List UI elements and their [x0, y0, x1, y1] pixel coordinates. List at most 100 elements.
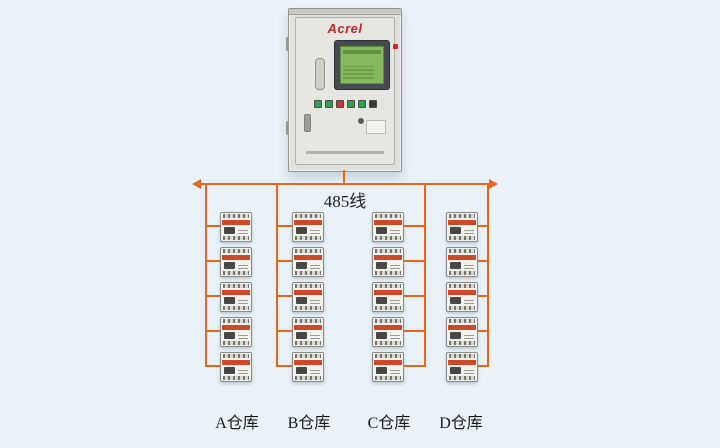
terminal-strip [375, 354, 401, 358]
terminal-strip [449, 271, 475, 275]
control-cabinet: Acrel [286, 8, 402, 172]
brand-band [222, 290, 250, 295]
branch-line [487, 184, 489, 367]
brand-band [222, 360, 250, 365]
terminal-strip [295, 341, 321, 345]
branch-line [276, 184, 278, 367]
cabinet-top-cap [289, 9, 401, 15]
panel-button [346, 100, 355, 108]
panel-button [335, 100, 344, 108]
label-sticker [366, 120, 386, 134]
bus-arrow-left-icon [192, 179, 201, 189]
terminal-strip [375, 341, 401, 345]
warehouse-label: B仓库 [287, 415, 331, 432]
device-module [292, 352, 324, 382]
device-stub-line [402, 225, 424, 227]
brand-band [294, 220, 322, 225]
device-module [292, 247, 324, 277]
device-display [450, 297, 461, 304]
device-display [450, 262, 461, 269]
brand-band [374, 325, 402, 330]
device-display [224, 262, 235, 269]
device-module [292, 282, 324, 312]
panel-button [357, 100, 366, 108]
terminal-strip [449, 284, 475, 288]
terminal-strip [449, 376, 475, 380]
terminal-strip [375, 271, 401, 275]
brand-band [374, 255, 402, 260]
terminal-strip [375, 319, 401, 323]
device-module [372, 317, 404, 347]
terminal-strip [223, 354, 249, 358]
brand-band [294, 360, 322, 365]
terminal-strip [223, 341, 249, 345]
device-markings [390, 298, 400, 304]
terminal-strip [295, 319, 321, 323]
brand-band [222, 255, 250, 260]
device-module [220, 247, 252, 277]
brand-band [448, 360, 476, 365]
device-stub-line [207, 365, 220, 367]
device-markings [238, 333, 248, 339]
buzzer-slot [315, 58, 325, 90]
terminal-strip [223, 306, 249, 310]
device-stub-line [402, 295, 424, 297]
brand-band [448, 220, 476, 225]
terminal-strip [375, 376, 401, 380]
lcd-screen [340, 46, 384, 84]
device-module [292, 317, 324, 347]
device-display [296, 227, 307, 234]
terminal-strip [449, 319, 475, 323]
device-stub-line [278, 260, 292, 262]
display-bezel [334, 40, 390, 90]
device-module [372, 352, 404, 382]
device-module [372, 212, 404, 242]
nameplate-text-line [306, 151, 384, 154]
terminal-strip [375, 306, 401, 310]
door-handle [304, 114, 311, 132]
device-display [296, 332, 307, 339]
keyhole [358, 118, 364, 124]
device-markings [464, 333, 474, 339]
terminal-strip [295, 271, 321, 275]
device-display [296, 367, 307, 374]
device-stub-line [476, 330, 487, 332]
brand-band [222, 220, 250, 225]
device-markings [238, 368, 248, 374]
bus-label: 485线 [323, 192, 367, 211]
brand-band [448, 290, 476, 295]
brand-band [374, 360, 402, 365]
device-stub-line [278, 330, 292, 332]
device-stub-line [476, 365, 487, 367]
device-stub-line [207, 330, 220, 332]
terminal-strip [223, 214, 249, 218]
terminal-strip [223, 319, 249, 323]
device-display [224, 297, 235, 304]
terminal-strip [295, 354, 321, 358]
device-module [220, 282, 252, 312]
door-hinge [286, 121, 289, 135]
device-display [376, 367, 387, 374]
device-stub-line [476, 260, 487, 262]
device-markings [390, 263, 400, 269]
device-stub-line [278, 295, 292, 297]
panel-button [324, 100, 333, 108]
device-markings [238, 298, 248, 304]
device-stub-line [402, 365, 424, 367]
device-module [446, 317, 478, 347]
device-markings [310, 298, 320, 304]
cabinet-bus-drop-line [343, 170, 345, 184]
brand-band [374, 220, 402, 225]
device-module [220, 352, 252, 382]
device-markings [310, 263, 320, 269]
terminal-strip [375, 284, 401, 288]
terminal-strip [223, 284, 249, 288]
device-display [376, 227, 387, 234]
door-hinge [286, 37, 289, 51]
brand-band [222, 325, 250, 330]
device-module [220, 212, 252, 242]
bus-line-485 [200, 183, 490, 185]
terminal-strip [223, 249, 249, 253]
warehouse-label: C仓库 [367, 415, 411, 432]
